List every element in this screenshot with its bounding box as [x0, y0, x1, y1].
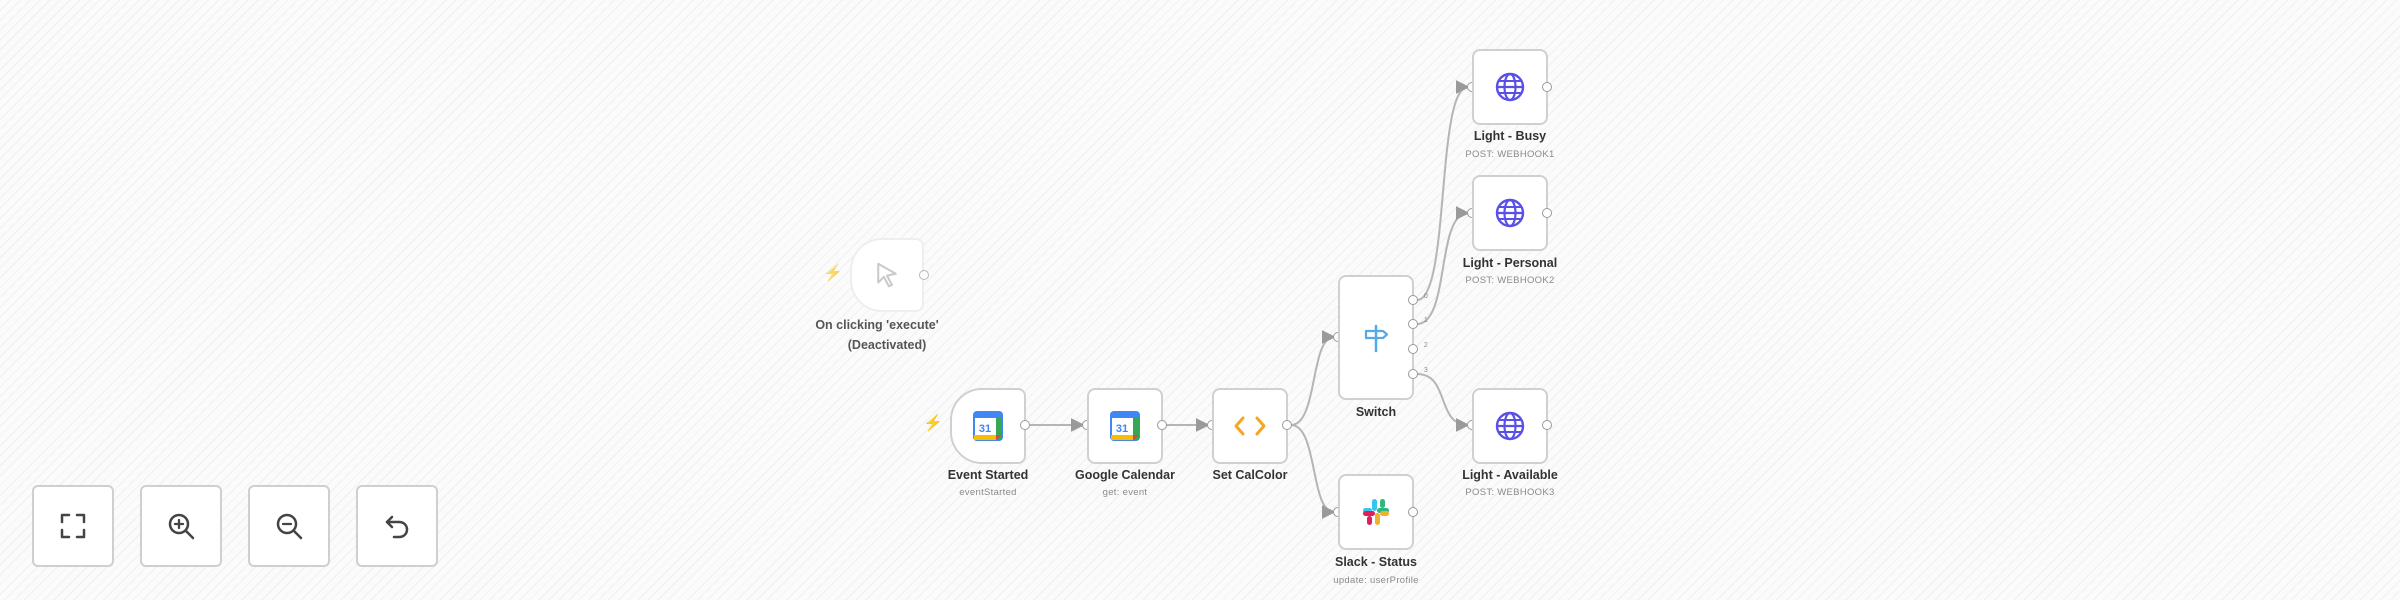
node-light-available[interactable] [1472, 388, 1548, 464]
switch-title: Switch [1355, 405, 1397, 419]
set-calcolor-output-handle[interactable] [1282, 420, 1292, 430]
fit-view-button[interactable] [32, 485, 114, 567]
light-available-title: Light - Available [1462, 468, 1558, 482]
switch-output-handle-3[interactable] [1408, 369, 1418, 379]
zoom-in-button[interactable] [140, 485, 222, 567]
switch-output-label-2: 2 [1423, 342, 1429, 349]
slack-status-title: Slack - Status [1335, 555, 1417, 569]
signpost-icon [1364, 324, 1389, 352]
globe-icon [1495, 72, 1525, 102]
google-calendar-icon: 31 [1110, 411, 1140, 441]
zoom-out-icon [276, 513, 303, 540]
slack-status-subtitle: update: userProfile [1333, 575, 1419, 586]
svg-text:31: 31 [1116, 423, 1128, 435]
event-started-output-handle[interactable] [1020, 420, 1030, 430]
trigger-bolt-icon: ⚡ [823, 265, 843, 282]
cursor-icon [877, 262, 897, 288]
node-manual-trigger[interactable] [850, 238, 924, 312]
globe-icon [1495, 198, 1525, 228]
switch-output-handle-0[interactable] [1408, 295, 1418, 305]
node-event-started[interactable]: 31 [950, 388, 1026, 464]
slack-icon [1363, 499, 1389, 525]
fullscreen-icon [60, 513, 86, 539]
globe-icon [1495, 411, 1525, 441]
google-calendar-subtitle: get: event [1102, 487, 1148, 498]
google-calendar-title: Google Calendar [1074, 468, 1176, 482]
zoom-out-button[interactable] [248, 485, 330, 567]
light-personal-subtitle: POST: WEBHOOK2 [1465, 275, 1555, 286]
manual-trigger-status: (Deactivated) [847, 338, 927, 352]
node-set-calcolor[interactable] [1212, 388, 1288, 464]
switch-output-label-3: 3 [1423, 367, 1429, 374]
light-available-output-handle[interactable] [1542, 420, 1552, 430]
undo-icon [385, 515, 409, 539]
google-calendar-icon: 31 [973, 411, 1003, 441]
trigger-bolt-icon: ⚡ [923, 415, 943, 432]
light-personal-title: Light - Personal [1462, 256, 1558, 270]
node-google-calendar[interactable]: 31 [1087, 388, 1163, 464]
code-icon [1234, 416, 1266, 436]
light-busy-output-handle[interactable] [1542, 82, 1552, 92]
reset-button[interactable] [356, 485, 438, 567]
event-started-subtitle: eventStarted [959, 487, 1017, 498]
slack-status-output-handle[interactable] [1408, 507, 1418, 517]
light-personal-output-handle[interactable] [1542, 208, 1552, 218]
switch-output-label-0: 0 [1423, 293, 1429, 300]
manual-trigger-output-handle[interactable] [919, 270, 929, 280]
google-calendar-output-handle[interactable] [1157, 420, 1167, 430]
light-busy-title: Light - Busy [1473, 129, 1547, 143]
light-available-subtitle: POST: WEBHOOK3 [1465, 487, 1555, 498]
node-slack-status[interactable] [1338, 474, 1414, 550]
node-switch[interactable] [1338, 275, 1414, 400]
zoom-in-icon [168, 513, 195, 540]
manual-trigger-title: On clicking 'execute' [815, 318, 939, 332]
light-busy-subtitle: POST: WEBHOOK1 [1465, 149, 1555, 160]
switch-output-handle-1[interactable] [1408, 319, 1418, 329]
node-light-busy[interactable] [1472, 49, 1548, 125]
set-calcolor-title: Set CalColor [1212, 468, 1288, 482]
node-light-personal[interactable] [1472, 175, 1548, 251]
event-started-title: Event Started [947, 468, 1029, 482]
switch-output-handle-2[interactable] [1408, 344, 1418, 354]
switch-output-label-1: 1 [1423, 317, 1429, 324]
svg-text:31: 31 [979, 423, 991, 435]
